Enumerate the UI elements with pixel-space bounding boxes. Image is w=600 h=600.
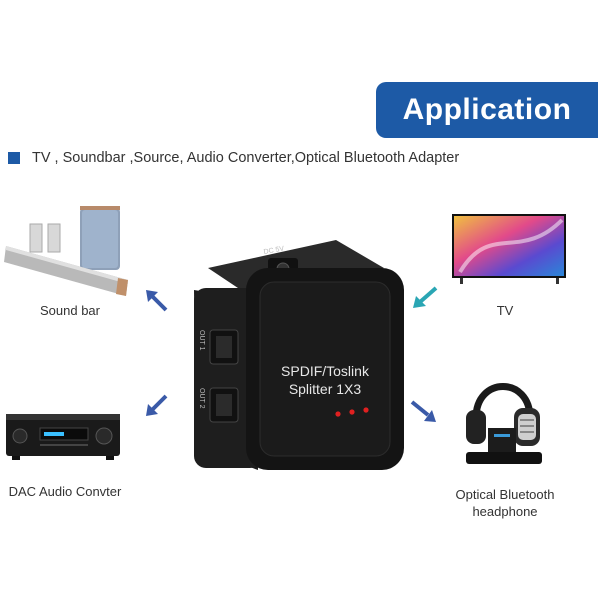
dac-label: DAC Audio Convter — [8, 484, 122, 499]
port-dc-label: DC 5V — [263, 245, 285, 256]
tv-image — [452, 214, 566, 284]
application-title-badge: Application — [376, 82, 598, 138]
led-indicator — [363, 407, 369, 413]
splitter-device: DC 5V OUT 1 OUT 2 SPDIF/Toslink Splitter… — [194, 240, 404, 470]
arrow-to-dac-icon — [146, 394, 168, 416]
subtitle-row: TV , Soundbar ,Source, Audio Converter,O… — [8, 150, 459, 166]
arrow-to-soundbar-icon — [146, 290, 168, 312]
soundbar-image — [4, 206, 128, 296]
headphone-label-line1: Optical Bluetooth — [455, 487, 555, 502]
led-indicator — [335, 411, 341, 417]
application-title: Application — [402, 93, 572, 126]
led-indicator — [349, 409, 355, 415]
arrow-from-tv-icon — [413, 286, 438, 308]
port-out1-label: OUT 1 — [198, 330, 205, 351]
bullet-square-icon — [8, 152, 20, 164]
device-label-line2: Splitter 1X3 — [289, 381, 362, 397]
dac-image — [6, 414, 120, 460]
soundbar-label: Sound bar — [40, 303, 100, 318]
arrow-to-headphone-icon — [410, 400, 436, 422]
tv-label: TV — [496, 303, 514, 318]
device-label-line1: SPDIF/Toslink — [281, 363, 370, 379]
headphone-image — [466, 383, 542, 464]
headphone-label-line2: headphone — [472, 504, 538, 519]
subtitle-text: TV , Soundbar ,Source, Audio Converter,O… — [32, 150, 460, 166]
port-out2-label: OUT 2 — [198, 388, 205, 409]
